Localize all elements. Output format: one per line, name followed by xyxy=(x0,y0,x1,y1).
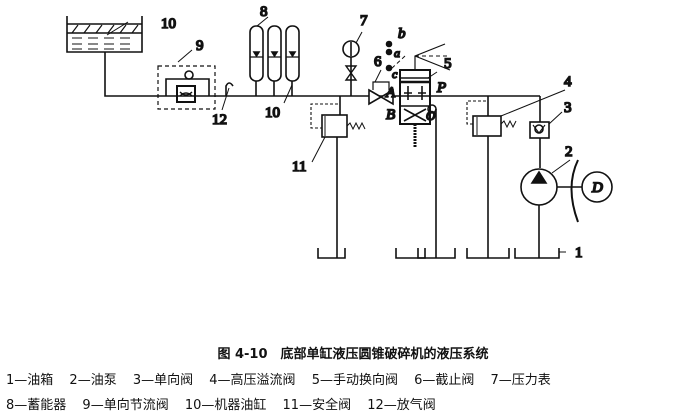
label-11: 11 xyxy=(292,159,306,175)
port-A: A xyxy=(385,85,396,101)
label-7: 7 xyxy=(360,13,368,29)
port-a: a xyxy=(394,46,400,60)
label-3: 3 xyxy=(564,100,572,116)
label-9: 9 xyxy=(196,38,204,54)
legend-item: 5—手动换向阀 xyxy=(311,373,398,388)
label-2: 2 xyxy=(565,144,573,160)
label-12: 12 xyxy=(212,112,227,128)
one-way-throttle-valve-9 xyxy=(157,49,216,110)
label-8: 8 xyxy=(260,4,268,20)
label-1: 1 xyxy=(575,245,583,261)
legend-item: 12—放气阀 xyxy=(367,398,436,413)
legend-item: 9—单向节流阀 xyxy=(82,398,169,413)
pressure-gauge-7 xyxy=(342,31,363,96)
label-10-top: 10 xyxy=(161,16,176,32)
port-P: P xyxy=(436,80,446,96)
accumulators-8 xyxy=(249,16,300,104)
hydraulic-schematic: 1 2 3 4 5 6 7 8 9 10 10 11 12 A B P O b … xyxy=(66,3,613,262)
legend-item: 4—高压溢流阀 xyxy=(209,373,296,388)
legend-item: 10—机器油缸 xyxy=(184,398,267,413)
safety-valve-11 xyxy=(310,96,366,258)
legend-item: 8—蓄能器 xyxy=(6,398,67,413)
motor-circle xyxy=(581,171,613,203)
machine-cylinder-10 xyxy=(66,16,143,53)
pump-line xyxy=(520,96,613,258)
relief-valve-4 xyxy=(466,89,566,258)
oil-tank-1 xyxy=(317,248,566,259)
legend-line-2: 8—蓄能器 9—单向节流阀 10—机器油缸 11—安全阀 12—放气阀 xyxy=(6,394,688,413)
stop-valve-6 xyxy=(368,69,394,106)
legend-item: 2—油泵 xyxy=(69,373,117,388)
main-pipe xyxy=(104,52,540,97)
legend-line-1: 1—油箱 2—油泵 3—单向阀 4—高压溢流阀 5—手动换向阀 6—截止阀 7—… xyxy=(6,369,688,388)
label-5: 5 xyxy=(444,56,452,72)
label-10-bottom: 10 xyxy=(265,105,280,121)
manual-directional-valve-5 xyxy=(385,40,451,258)
port-c: c xyxy=(392,67,398,81)
port-B: B xyxy=(386,107,395,123)
legend-item: 7—压力表 xyxy=(490,373,551,388)
port-O: O xyxy=(426,108,436,123)
label-4: 4 xyxy=(564,74,572,90)
label-6: 6 xyxy=(374,54,382,70)
legend-item: 3—单向阀 xyxy=(132,373,194,388)
motor-label: D xyxy=(591,180,603,196)
legend-item: 1—油箱 xyxy=(6,373,54,388)
bleed-valve-12 xyxy=(221,82,234,111)
figure-title: 图 4-10 底部单缸液压圆锥破碎机的液压系统 xyxy=(217,347,489,362)
legend-item: 6—截止阀 xyxy=(414,373,475,388)
legend-item: 11—安全阀 xyxy=(282,398,352,413)
port-b: b xyxy=(398,26,406,42)
